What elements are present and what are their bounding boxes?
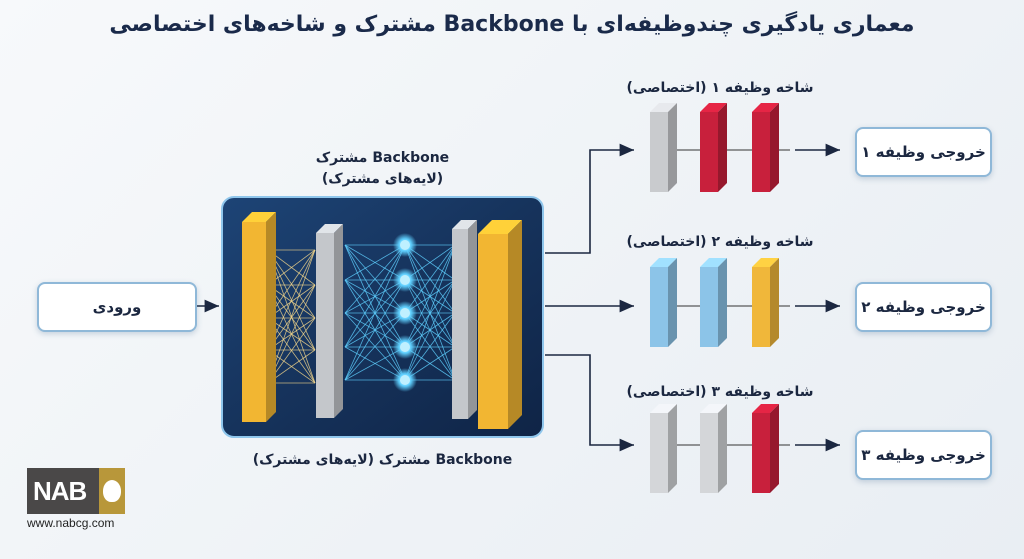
backbone-input-layer: [242, 212, 276, 422]
logo-text: NAB: [33, 475, 87, 506]
backbone-output-layer: [478, 220, 522, 429]
backbone-caption: Backbone مشترک (لایه‌های مشترک): [252, 452, 513, 468]
network-node: [400, 275, 410, 285]
network-connection: [344, 244, 406, 381]
branch2-layer1: [650, 258, 677, 347]
branch1-connector: [545, 143, 634, 254]
backbone-hidden-layer: [452, 220, 477, 419]
output2-box: خروجی وظیفه ۲: [855, 282, 992, 332]
backbone-title-line2: (لایه‌های مشترک): [321, 171, 444, 187]
branch1-label: شاخه وظیفه ۱ (اختصاصی): [626, 80, 814, 96]
nab-logo: NAB: [27, 468, 125, 514]
network-node: [400, 308, 410, 318]
branch3-connector: [545, 354, 634, 452]
apple-icon: [99, 468, 125, 514]
network-connection: [344, 279, 406, 381]
network-node: [400, 342, 410, 352]
branch2-layer3: [752, 258, 779, 347]
network-connection: [404, 244, 456, 381]
backbone-layers: [242, 212, 522, 429]
network-node: [400, 240, 410, 250]
branch3-layer3: [752, 404, 779, 493]
branch2-label: شاخه وظیفه ۲ (اختصاصی): [626, 234, 814, 250]
branch3-layer1: [650, 404, 677, 493]
network-connection: [344, 279, 406, 348]
diagram-title: معماری یادگیری چندوظیفه‌ای با Backbone م…: [109, 12, 915, 37]
backbone-title-line1: Backbone مشترک: [315, 150, 450, 166]
network-connection: [404, 244, 456, 314]
branch1-layer3: [752, 103, 779, 192]
network-connection: [404, 312, 456, 381]
branch1-layer1: [650, 103, 677, 192]
branch3-layer2: [700, 404, 727, 493]
network-connection: [404, 279, 456, 381]
connector-arrows: [196, 143, 840, 452]
network-connection: [344, 244, 406, 314]
backbone-network: [267, 233, 456, 392]
network-connection: [404, 244, 456, 348]
website-url: www.nabcg.com: [27, 516, 115, 530]
network-connection: [344, 312, 406, 381]
output1-box: خروجی وظیفه ۱: [855, 127, 992, 177]
branch-layers: [650, 103, 790, 493]
network-connection: [344, 244, 406, 348]
network-node: [400, 375, 410, 385]
branch2-layer2: [700, 258, 727, 347]
input-box: ورودی: [37, 282, 197, 332]
branch3-label: شاخه وظیفه ۳ (اختصاصی): [626, 384, 814, 400]
branch1-layer2: [700, 103, 727, 192]
output3-box: خروجی وظیفه ۳: [855, 430, 992, 480]
backbone-hidden-layer: [316, 224, 343, 418]
